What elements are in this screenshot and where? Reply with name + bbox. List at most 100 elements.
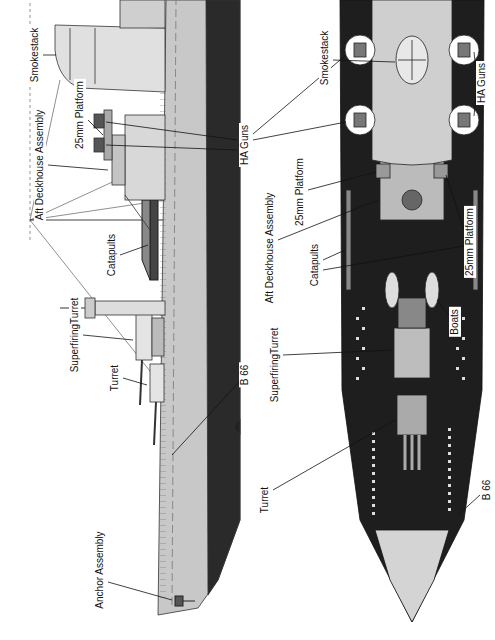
leader-lines bbox=[83, 335, 133, 340]
deck-fittings bbox=[356, 307, 465, 515]
part-label: HA Guns bbox=[239, 123, 251, 167]
leader-lines bbox=[120, 245, 148, 255]
leader-lines bbox=[253, 122, 346, 140]
deck-fittings bbox=[448, 508, 451, 511]
deck-fittings bbox=[372, 496, 375, 499]
part-label: Aft Deckhouse Assembly bbox=[34, 108, 46, 223]
top-superstructure bbox=[346, 190, 351, 290]
side-turrets bbox=[95, 301, 165, 315]
top-ha-guns bbox=[354, 43, 366, 57]
side-hull bbox=[158, 0, 240, 615]
deck-fittings bbox=[372, 480, 375, 483]
part-label: Turret bbox=[259, 485, 271, 515]
leader-lines bbox=[108, 582, 172, 600]
top-ha-guns bbox=[449, 35, 479, 65]
deck-fittings bbox=[372, 464, 375, 467]
top-turrets bbox=[397, 395, 427, 435]
side-hull bbox=[172, 0, 176, 605]
part-label: HA Guns bbox=[476, 61, 488, 105]
side-turrets bbox=[154, 402, 156, 445]
top-turrets bbox=[394, 298, 430, 470]
leader-lines bbox=[323, 245, 470, 270]
part-label: B 66 bbox=[239, 363, 251, 388]
top-turrets bbox=[398, 298, 426, 328]
side-smokestack bbox=[70, 28, 71, 80]
top-ha-guns bbox=[458, 43, 470, 57]
side-catapult bbox=[142, 200, 150, 280]
leader-lines bbox=[43, 55, 56, 56]
leader-lines bbox=[333, 60, 395, 62]
anchor-assembly bbox=[175, 596, 183, 606]
top-superstructure bbox=[402, 190, 422, 210]
deck-fittings bbox=[362, 307, 365, 310]
leader-lines bbox=[106, 122, 237, 140]
top-superstructure bbox=[398, 60, 426, 61]
deck-fittings bbox=[462, 337, 465, 340]
top-superstructure bbox=[396, 36, 428, 84]
part-label: Aft Deckhouse Assembly bbox=[264, 191, 276, 306]
part-label: 25mm Platform bbox=[294, 156, 306, 228]
side-turrets bbox=[85, 298, 95, 318]
side-turrets bbox=[140, 360, 142, 405]
leader-lines bbox=[323, 250, 345, 260]
deck-fittings bbox=[448, 492, 451, 495]
leader-lines bbox=[437, 300, 449, 315]
top-superstructure bbox=[376, 164, 390, 178]
part-label: 25mm Platform bbox=[74, 79, 86, 151]
leader-lines bbox=[88, 120, 103, 135]
side-catapult bbox=[150, 200, 158, 280]
leader-lines bbox=[283, 350, 392, 355]
aft-deckhouse bbox=[94, 138, 104, 152]
deck-fittings bbox=[356, 317, 359, 320]
top-superstructure bbox=[372, 0, 452, 165]
side-smokestack bbox=[55, 25, 165, 92]
leader-lines bbox=[253, 55, 346, 134]
deck-fittings bbox=[448, 476, 451, 479]
deck-fittings bbox=[462, 377, 465, 380]
deck-fittings bbox=[362, 327, 365, 330]
leader-lines bbox=[123, 378, 147, 385]
part-label: Catapults bbox=[309, 242, 321, 288]
leader-lines bbox=[43, 52, 480, 600]
deck-fittings bbox=[448, 452, 451, 455]
side-catapult bbox=[142, 200, 158, 280]
leader-lines bbox=[278, 200, 378, 240]
deck-fittings bbox=[462, 357, 465, 360]
side-turrets bbox=[150, 364, 164, 402]
side-smokestack bbox=[120, 0, 165, 28]
top-ha-guns bbox=[458, 113, 470, 127]
leader-lines bbox=[172, 382, 239, 455]
deck-fittings bbox=[448, 484, 451, 487]
side-hull bbox=[158, 0, 240, 615]
side-hull bbox=[206, 0, 240, 595]
top-turrets bbox=[411, 435, 414, 470]
anchor-assembly bbox=[183, 601, 195, 602]
top-ha-guns bbox=[345, 105, 375, 135]
leader-lines bbox=[106, 145, 237, 150]
deck-fittings bbox=[448, 428, 451, 431]
part-label: SuperfiringTurret bbox=[269, 326, 281, 405]
deck-fittings bbox=[372, 504, 375, 507]
leader-lines bbox=[458, 495, 480, 515]
part-label: SuperfiringTurret bbox=[69, 296, 81, 375]
top-hull bbox=[340, 0, 484, 622]
aft-deckhouse bbox=[104, 110, 112, 160]
deck-fittings bbox=[456, 347, 459, 350]
deck-fittings bbox=[356, 337, 359, 340]
side-smokestack bbox=[55, 0, 165, 92]
part-label: Smokestack bbox=[29, 26, 41, 84]
leader-lines bbox=[48, 165, 108, 170]
aft-deckhouse bbox=[112, 135, 125, 185]
top-ha-guns bbox=[354, 113, 366, 127]
leader-lines bbox=[446, 175, 464, 230]
deck-fittings bbox=[372, 456, 375, 459]
deck-fittings bbox=[372, 488, 375, 491]
top-ha-guns bbox=[345, 35, 479, 135]
top-superstructure bbox=[346, 0, 478, 308]
part-label: Catapults bbox=[106, 232, 118, 278]
aft-deckhouse bbox=[94, 114, 104, 128]
part-label: 25mm Platform bbox=[464, 206, 476, 278]
deck-fittings bbox=[462, 317, 465, 320]
side-hull bbox=[234, 419, 240, 435]
